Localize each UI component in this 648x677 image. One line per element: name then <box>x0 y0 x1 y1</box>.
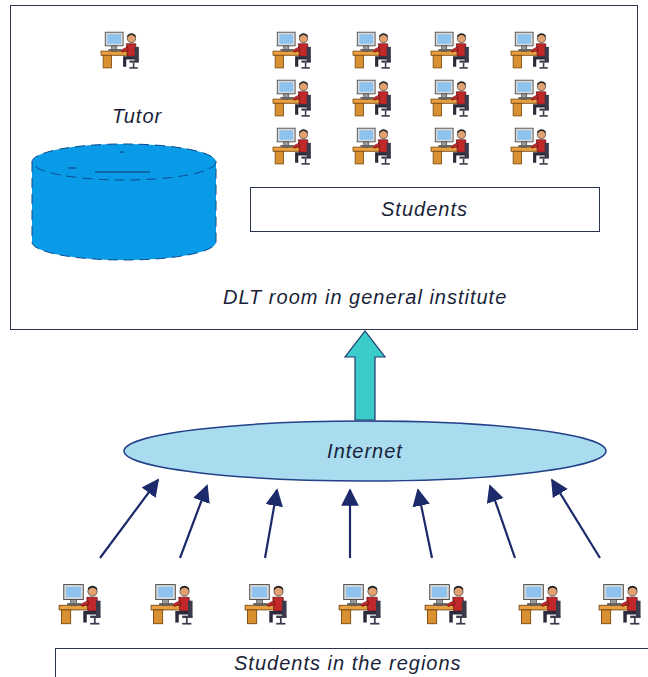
node-label: Students in the regions <box>234 651 462 675</box>
internet-ellipse: Internet <box>123 420 607 482</box>
room-box: DLT room in general institute Students <box>10 5 638 330</box>
role-label: Tutor <box>112 105 162 127</box>
node-label: Internet <box>327 439 403 463</box>
node-label: DLT room in general institute <box>223 285 507 309</box>
regions-box: Students in the regions <box>55 648 648 677</box>
node-label: Students <box>381 197 468 221</box>
block-arrow <box>345 331 385 420</box>
students-box: Students <box>250 187 600 232</box>
